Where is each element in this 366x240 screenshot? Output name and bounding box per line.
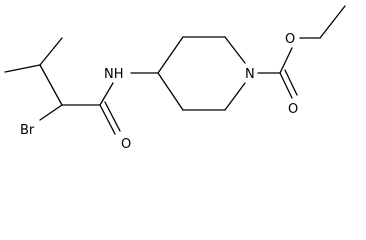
bond-ring-1 — [157, 36, 184, 74]
bond-c-br — [39, 104, 63, 121]
bond-methyl-left — [4, 64, 41, 73]
bond-carbamate-c-o — [279, 47, 293, 74]
atom-carbonyl-o-label: O — [288, 102, 298, 117]
bond-amide-co-a — [99, 104, 116, 135]
bond-methyl-top — [39, 37, 63, 66]
bond-carbamate-co-b — [284, 69, 298, 96]
bond-ethyl-cc — [319, 5, 346, 39]
bond-isopropyl-to-chbr — [39, 64, 63, 106]
atom-br-label: Br — [20, 123, 35, 138]
bond-amide-co-b — [104, 101, 121, 132]
atom-ester-o-label: O — [285, 32, 295, 47]
atom-amide-o-label: O — [121, 137, 131, 150]
bond-ring-6 — [157, 72, 184, 111]
molecule-diagram: NH Br O N O O — [4, 5, 346, 150]
bond-carbamate-co-a — [279, 72, 293, 99]
atom-nh-label: NH — [104, 67, 124, 82]
atom-ring-n-label: N — [245, 67, 255, 82]
bond-ring-3 — [224, 36, 246, 64]
bond-ring-4 — [224, 82, 246, 111]
bond-carbonyl-to-nh — [99, 82, 114, 106]
